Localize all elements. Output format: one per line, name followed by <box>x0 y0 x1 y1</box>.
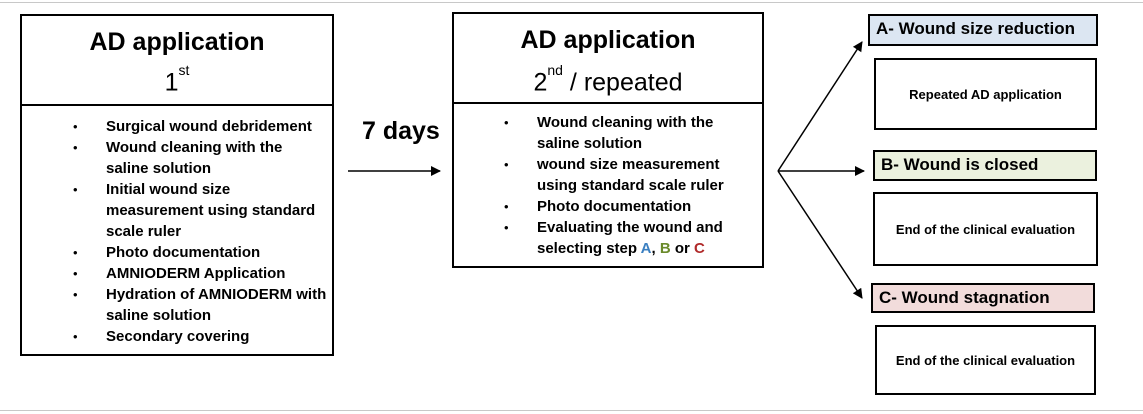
branch-arrow-a <box>777 41 863 172</box>
first-application-header: AD application 1st <box>22 16 332 106</box>
list-item: Wound cleaning with the saline solution <box>73 137 329 179</box>
list-item: Photo documentation <box>504 196 759 217</box>
step-c-marker: C <box>694 240 705 257</box>
list-item: AMNIODERM Application <box>73 263 329 284</box>
repeated-application-ordinal: 2nd / repeated <box>533 62 683 97</box>
outcome-a-result: Repeated AD application <box>874 58 1097 130</box>
list-item: Secondary covering <box>73 326 329 347</box>
first-application-box: AD application 1st Surgical wound debrid… <box>20 14 334 356</box>
list-item: Wound cleaning with the saline solution <box>504 112 759 154</box>
outcome-b-label: B- Wound is closed <box>873 150 1097 181</box>
repeated-application-header: AD application 2nd / repeated <box>454 14 762 104</box>
repeated-application-box: AD application 2nd / repeated Wound clea… <box>452 12 764 268</box>
list-item: Surgical wound debridement <box>73 116 329 137</box>
list-item: Initial wound size measurement using sta… <box>73 179 329 242</box>
outcome-a-label: A- Wound size reduction <box>868 14 1098 46</box>
branch-arrow-c <box>777 170 863 299</box>
list-item: Hydration of AMNIODERM with saline solut… <box>73 284 329 326</box>
first-application-ordinal: 1st <box>164 62 190 97</box>
first-application-steps: Surgical wound debridement Wound cleanin… <box>73 116 329 347</box>
list-item: Photo documentation <box>73 242 329 263</box>
repeated-application-steps: Wound cleaning with the saline solution … <box>504 112 759 259</box>
step-a-marker: A <box>640 240 652 257</box>
top-rule <box>0 2 1143 3</box>
outcome-c-result: End of the clinical evaluation <box>875 325 1096 395</box>
bottom-rule <box>0 410 1143 411</box>
list-item: wound size measurement using standard sc… <box>504 154 759 196</box>
first-application-title: AD application <box>89 28 265 56</box>
interval-label: 7 days <box>362 117 440 145</box>
outcome-b-result: End of the clinical evaluation <box>873 192 1098 266</box>
step-b-marker: B <box>659 240 671 257</box>
list-item: Evaluating the wound and selecting step … <box>504 217 759 259</box>
repeated-application-title: AD application <box>520 26 696 54</box>
outcome-c-label: C- Wound stagnation <box>871 283 1095 313</box>
